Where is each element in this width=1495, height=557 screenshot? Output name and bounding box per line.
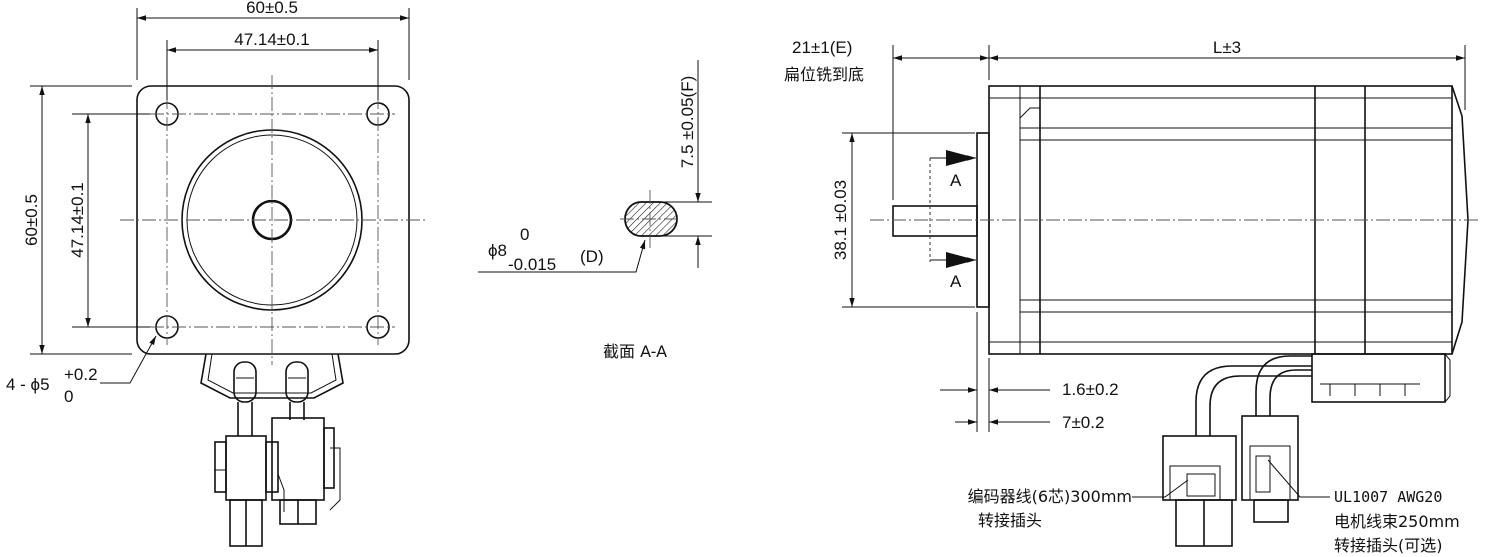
section-marker-top: A	[950, 171, 962, 190]
front-connectors	[214, 417, 341, 547]
dia-tol-lower: -0.015	[508, 255, 556, 274]
front-cable-bracket	[200, 353, 344, 399]
body-len-text: L±3	[1213, 38, 1241, 57]
dim-height-text: 60±0.5	[22, 194, 41, 246]
encoder-box	[1311, 353, 1451, 403]
side-view: A A 21±1(E) 扁位铣到底 L±3 38.1 ±0.03 1.6±0.2…	[784, 38, 1480, 555]
dim-hole-h-text: 47.14±0.1	[234, 30, 310, 49]
hole-callout-leader	[100, 335, 157, 384]
dia-ref: (D)	[580, 247, 604, 266]
motor-cable-text-1: UL1007 AWG20	[1334, 488, 1442, 506]
dim-width-text: 60±0.5	[246, 0, 298, 17]
encoder-connector	[1162, 435, 1237, 547]
encoder-cable-text-2: 转接插头	[978, 511, 1042, 530]
side-shaft	[892, 205, 978, 237]
dia-text: ϕ8	[488, 241, 507, 260]
shaft-len-text: 21±1(E)	[792, 38, 852, 57]
hole-tol-lower: 0	[64, 387, 73, 406]
motor-cable-text-3: 转接插头(可选)	[1334, 536, 1443, 555]
side-cables	[1195, 355, 1312, 436]
front-view: 60±0.5 47.14±0.1 60±0.5 47.14±0.1 4 - ϕ5…	[6, 0, 425, 547]
pilot-dia-text: 38.1 ±0.03	[831, 180, 850, 260]
motor-connector	[1241, 415, 1299, 523]
flat-note-text: 扁位铣到底	[784, 65, 864, 84]
hole-tol-upper: +0.2	[64, 365, 98, 384]
dia-tol-upper: 0	[520, 225, 529, 244]
hole-callout-text: 4 - ϕ5	[6, 375, 50, 394]
section-title: 截面 A-A	[603, 342, 667, 361]
flat-dim-text: 7.5 ±0.05(F)	[678, 76, 697, 168]
pilot-len-text: 7±0.2	[1062, 413, 1104, 432]
dim-hole-v-text: 47.14±0.1	[68, 182, 87, 258]
dia-leader	[478, 239, 646, 273]
front-cable-glands	[233, 361, 309, 436]
section-marker-bottom: A	[950, 272, 962, 291]
motor-cable-text-2: 电机线束250mm	[1334, 512, 1460, 531]
encoder-cable-text-1: 编码器线(6芯)300mm	[968, 487, 1132, 506]
section-view: 7.5 ±0.05(F) ϕ8 0 -0.015 (D) 截面 A-A	[478, 60, 712, 361]
flange-thk-text: 1.6±0.2	[1062, 380, 1119, 399]
